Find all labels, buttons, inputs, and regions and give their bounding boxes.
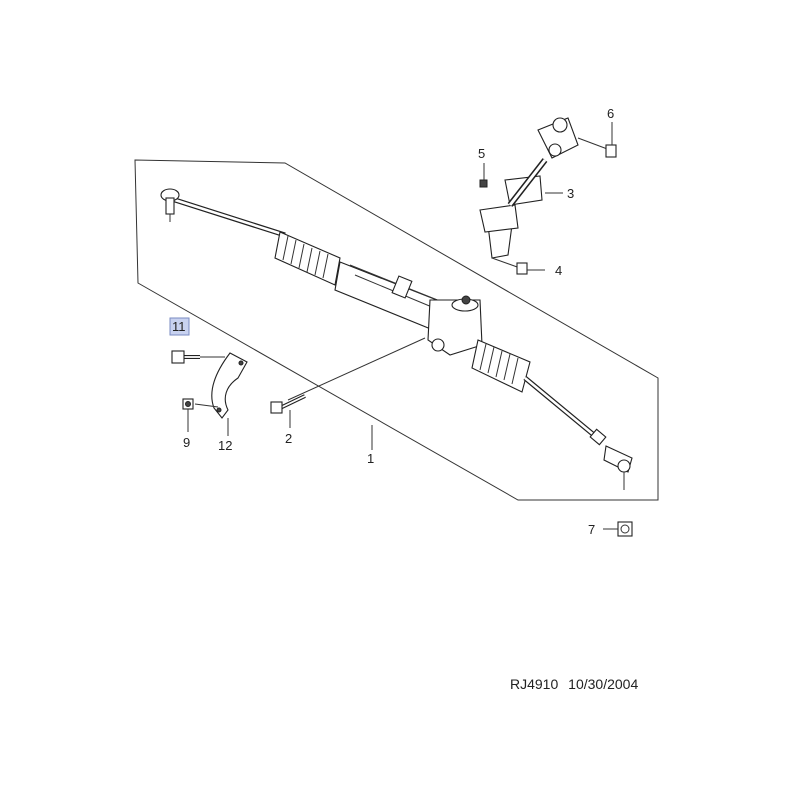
callout-2[interactable]: 2 <box>285 431 292 446</box>
callout-1[interactable]: 1 <box>367 451 374 466</box>
callout-4[interactable]: 4 <box>555 263 562 278</box>
clamp-part-12 <box>211 352 248 419</box>
bolt-part-2 <box>270 394 306 414</box>
bolt-part-6 <box>577 137 617 158</box>
nut-part-5 <box>479 179 488 188</box>
drawing-reference: RJ4910 10/30/2004 <box>510 676 638 692</box>
callout-12[interactable]: 12 <box>218 438 232 453</box>
left-boot <box>274 231 341 286</box>
intermediate-shaft <box>479 117 579 259</box>
right-boot <box>471 339 531 393</box>
pinion-valve <box>427 295 483 356</box>
nut-part-9 <box>182 398 194 410</box>
callout-11[interactable]: 11 <box>172 319 186 334</box>
callout-9[interactable]: 9 <box>183 435 190 450</box>
left-tie-rod <box>160 188 286 238</box>
leader-lines <box>187 122 618 530</box>
callout-3[interactable]: 3 <box>567 186 574 201</box>
callout-11-highlight <box>169 317 190 336</box>
assembly-outline <box>134 159 659 501</box>
drawing-date: 10/30/2004 <box>568 676 639 692</box>
callout-6[interactable]: 6 <box>607 106 614 121</box>
nut-part-7 <box>617 521 633 537</box>
callout-7[interactable]: 7 <box>588 522 595 537</box>
drawing-code: RJ4910 <box>510 676 559 692</box>
callout-5[interactable]: 5 <box>478 146 485 161</box>
bolt-part-11 <box>171 350 200 364</box>
right-tie-rod <box>523 376 633 490</box>
bolt-part-4 <box>491 257 528 275</box>
